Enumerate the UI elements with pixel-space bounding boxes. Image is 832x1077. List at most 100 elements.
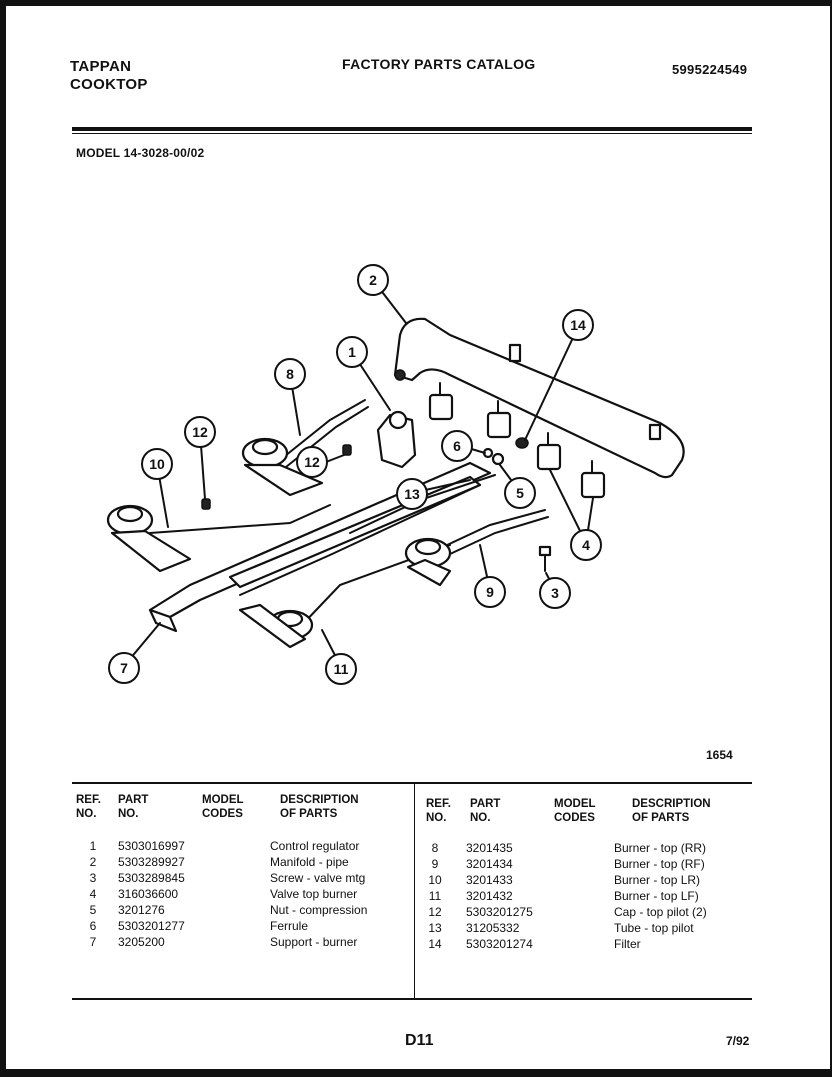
part-number-cell: 31205332 bbox=[466, 921, 520, 935]
manifold-pipe bbox=[393, 317, 685, 479]
callout-4: 4 bbox=[570, 529, 602, 561]
svg-text:12: 12 bbox=[192, 424, 208, 440]
ref-cell: 10 bbox=[428, 873, 442, 887]
ref-cell: 3 bbox=[89, 871, 97, 885]
callout-12: 12 bbox=[184, 416, 216, 448]
ref-cell: 4 bbox=[89, 887, 97, 901]
part-number-cell: 5303016997 bbox=[118, 839, 185, 853]
compression-nut bbox=[491, 452, 505, 466]
svg-text:4: 4 bbox=[582, 537, 590, 553]
callout-9: 9 bbox=[474, 576, 506, 608]
svg-text:5: 5 bbox=[516, 485, 524, 501]
description-cell: Nut - compression bbox=[270, 903, 368, 917]
control-regulator bbox=[376, 410, 417, 469]
svg-text:12: 12 bbox=[304, 454, 320, 470]
ref-cell: 14 bbox=[428, 937, 442, 951]
ref-cell: 11 bbox=[428, 889, 442, 903]
part-number-cell: 5303201274 bbox=[466, 937, 533, 951]
pilot-cap bbox=[201, 498, 211, 510]
catalog-number: 5995224549 bbox=[672, 62, 748, 77]
parts-table-divider bbox=[414, 782, 415, 1000]
callout-10: 10 bbox=[141, 448, 173, 480]
product-type: COOKTOP bbox=[70, 76, 148, 93]
svg-text:3: 3 bbox=[551, 585, 559, 601]
callout-3: 3 bbox=[539, 577, 571, 609]
catalog-title: FACTORY PARTS CATALOG bbox=[342, 56, 536, 72]
ref-cell: 12 bbox=[428, 905, 442, 919]
col-desc-right: DESCRIPTION OF PARTS bbox=[632, 798, 711, 824]
model-number: MODEL 14-3028-00/02 bbox=[76, 146, 205, 160]
description-cell: Screw - valve mtg bbox=[270, 871, 366, 885]
callout-8: 8 bbox=[274, 358, 306, 390]
burner-tube-rf-edge bbox=[434, 516, 549, 562]
part-number-cell: 3201433 bbox=[466, 873, 513, 887]
col-model-left: MODEL CODES bbox=[202, 794, 244, 820]
col-part-right: PART NO. bbox=[470, 798, 501, 824]
description-cell: Control regulator bbox=[270, 839, 360, 853]
col-model-right: MODEL CODES bbox=[554, 798, 596, 824]
page-id: D11 bbox=[405, 1032, 434, 1049]
part-number-cell: 3201435 bbox=[466, 841, 513, 855]
callout-7: 7 bbox=[108, 652, 140, 684]
svg-text:10: 10 bbox=[149, 456, 165, 472]
svg-text:1: 1 bbox=[348, 344, 356, 360]
ref-cell: 13 bbox=[428, 921, 442, 935]
part-number-cell: 316036600 bbox=[118, 887, 179, 901]
burner-tube-rr bbox=[279, 399, 366, 461]
ref-cell: 1 bbox=[89, 839, 97, 853]
description-cell: Burner - top LR) bbox=[614, 873, 701, 887]
callout-11: 11 bbox=[325, 653, 357, 685]
burner-tube-rf bbox=[429, 509, 546, 554]
svg-text:11: 11 bbox=[334, 661, 349, 677]
part-number-cell: 3205200 bbox=[118, 935, 165, 949]
brand-block: TAPPAN COOKTOP bbox=[70, 58, 148, 94]
valve-top-burner-group bbox=[428, 382, 606, 499]
description-cell: Tube - top pilot bbox=[614, 921, 694, 935]
ref-cell: 5 bbox=[89, 903, 97, 917]
valve-mounting-screw bbox=[538, 545, 552, 572]
ref-cell: 9 bbox=[431, 857, 439, 871]
callout-14: 14 bbox=[562, 309, 594, 341]
part-number-cell: 3201432 bbox=[466, 889, 513, 903]
col-part-left: PART NO. bbox=[118, 794, 149, 820]
header-rule-thin bbox=[72, 133, 752, 134]
burner-tube-lr bbox=[149, 504, 331, 534]
diagram-id: 1654 bbox=[706, 748, 733, 762]
description-cell: Valve top burner bbox=[270, 887, 358, 901]
pilot-cap bbox=[342, 444, 352, 456]
svg-text:8: 8 bbox=[286, 366, 294, 382]
part-number-cell: 5303289927 bbox=[118, 855, 185, 869]
part-number-cell: 5303289845 bbox=[118, 871, 185, 885]
description-cell: Ferrule bbox=[270, 919, 309, 933]
svg-text:7: 7 bbox=[120, 660, 128, 676]
callout-13: 13 bbox=[396, 478, 428, 510]
burner-head-lr bbox=[106, 504, 192, 573]
ref-cell: 7 bbox=[89, 935, 97, 949]
exploded-parts-diagram: 1 2 3 4 5 6 7 8 9 10 11 12 12 13 14 bbox=[106, 264, 685, 685]
burner-head-lf bbox=[238, 603, 314, 649]
part-number-cell: 3201434 bbox=[466, 857, 513, 871]
ref-cell: 8 bbox=[431, 841, 439, 855]
header-rule-thick bbox=[72, 127, 752, 131]
description-cell: Cap - top pilot (2) bbox=[614, 905, 707, 919]
svg-text:14: 14 bbox=[570, 317, 586, 333]
description-cell: Burner - top (RF) bbox=[614, 857, 705, 871]
col-ref-left: REF. NO. bbox=[76, 794, 101, 820]
pilot-tube-2 bbox=[239, 484, 481, 596]
description-cell: Filter bbox=[614, 937, 641, 951]
callout-6: 6 bbox=[441, 430, 473, 462]
description-cell: Burner - top LF) bbox=[614, 889, 699, 903]
burner-head-rr bbox=[241, 437, 324, 497]
part-number-cell: 5303201277 bbox=[118, 919, 185, 933]
ref-cell: 6 bbox=[89, 919, 97, 933]
description-cell: Manifold - pipe bbox=[270, 855, 349, 869]
col-ref-right: REF. NO. bbox=[426, 798, 451, 824]
parts-table bbox=[72, 782, 752, 1000]
svg-text:2: 2 bbox=[369, 272, 377, 288]
part-number-cell: 5303201275 bbox=[466, 905, 533, 919]
burner-head-rf bbox=[404, 537, 452, 587]
col-desc-left: DESCRIPTION OF PARTS bbox=[280, 794, 359, 820]
svg-text:13: 13 bbox=[404, 486, 420, 502]
svg-text:9: 9 bbox=[486, 584, 494, 600]
